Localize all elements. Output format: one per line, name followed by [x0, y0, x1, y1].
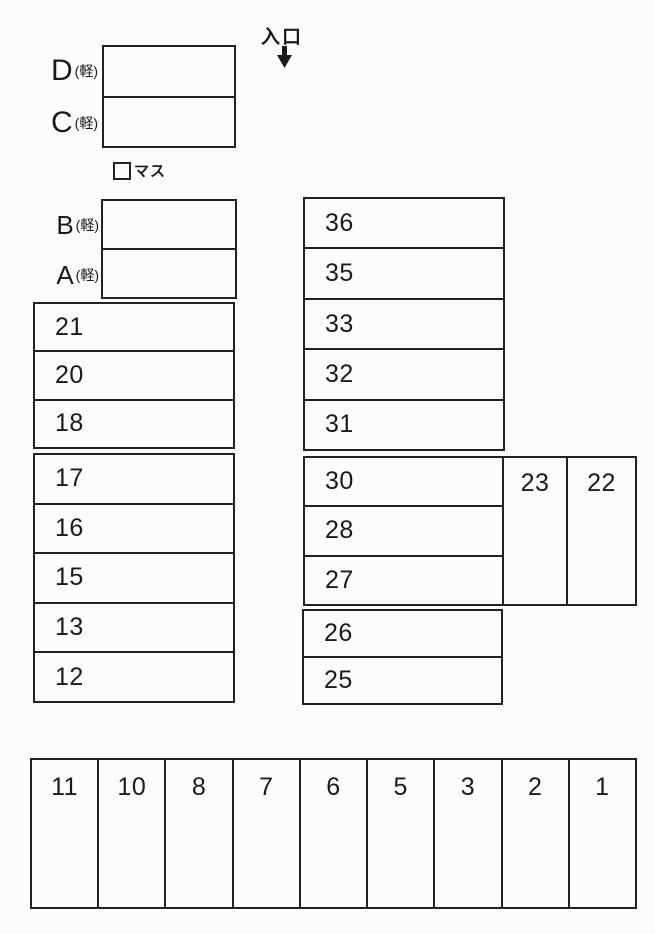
stall-30: 30: [305, 458, 502, 508]
stall-c-label: C (軽): [38, 97, 98, 148]
stall-32-number: 32: [325, 359, 354, 388]
stall-square-icon: [113, 161, 131, 180]
stall-26: 26: [304, 611, 501, 658]
stall-21-number: 21: [55, 312, 84, 341]
stall-20-number: 20: [55, 360, 84, 389]
stall-a-kei-suffix: (軽): [75, 267, 99, 283]
stall-8: 8: [166, 760, 234, 907]
stall-25-number: 25: [324, 666, 353, 694]
stall-25: 25: [304, 658, 501, 703]
stall-27: 27: [305, 557, 502, 604]
stall-17: 17: [35, 455, 233, 505]
stall-27-number: 27: [325, 565, 354, 594]
stall-35-number: 35: [325, 259, 354, 288]
stall-31: 31: [305, 401, 503, 449]
stall-6: 6: [301, 760, 369, 907]
middle-stall-group-1: 36 35 33 32 31: [303, 197, 505, 451]
stall-30-number: 30: [325, 467, 354, 496]
stall-c: [104, 98, 234, 147]
entrance-label: 入口: [261, 27, 304, 48]
kei-stalls-dc-box: [102, 45, 236, 148]
stall-6-number: 6: [326, 773, 341, 801]
stall-c-letter: C: [51, 105, 73, 139]
stall-13-number: 13: [55, 613, 84, 642]
stall-17-number: 17: [55, 464, 84, 493]
stall-8-number: 8: [191, 773, 207, 801]
stall-7: 7: [234, 760, 301, 907]
stall-22-number: 22: [587, 469, 616, 497]
stall-13: 13: [35, 604, 233, 654]
stall-2-number: 2: [527, 773, 543, 801]
stall-1: 1: [570, 760, 635, 907]
stall-12-number: 12: [55, 662, 84, 691]
stall-3-number: 3: [460, 773, 476, 801]
entrance-down-arrow-icon: [277, 46, 292, 68]
kei-stalls-ba-box: [101, 199, 237, 299]
stall-d-kei-suffix: (軽): [74, 63, 98, 79]
stall-10-number: 10: [117, 773, 147, 801]
stall-15-number: 15: [55, 563, 84, 592]
stall-15: 15: [35, 554, 233, 604]
left-stall-group-1: 21 20 18: [33, 302, 235, 449]
stall-b-letter: B: [56, 209, 74, 240]
stall-d-letter: D: [51, 54, 73, 87]
stall-35: 35: [305, 249, 503, 300]
stall-1-number: 1: [595, 773, 610, 801]
stall-d-label: D (軽): [38, 45, 98, 97]
stall-b-label: B (軽): [38, 199, 99, 251]
stall-18: 18: [35, 401, 233, 447]
stall-23: 23: [504, 458, 568, 604]
stall-33-number: 33: [325, 309, 354, 338]
stall-36-number: 36: [325, 208, 354, 237]
stall-26-number: 26: [324, 619, 353, 647]
left-stall-group-2: 17 16 15 13 12: [33, 453, 235, 703]
stall-a-label: A (軽): [38, 251, 99, 299]
stall-23-number: 23: [520, 469, 550, 497]
stall-16-number: 16: [55, 513, 84, 542]
stall-b-kei-suffix: (軽): [75, 217, 99, 233]
stall-21: 21: [35, 304, 233, 353]
stall-2: 2: [503, 760, 570, 907]
stall-28-number: 28: [325, 516, 354, 545]
bottom-stall-row: 11 10 8 7 6 5 3 2 1: [30, 758, 637, 909]
stall-b: [103, 201, 235, 250]
legend-label: マス: [134, 163, 167, 180]
stall-12: 12: [35, 653, 233, 701]
stall-a-letter: A: [56, 259, 74, 290]
stall-d: [104, 47, 234, 98]
stall-7-number: 7: [259, 773, 274, 801]
stall-32: 32: [305, 350, 503, 401]
stall-11: 11: [32, 760, 100, 907]
stall-16: 16: [35, 505, 233, 555]
middle-stall-group-3: 26 25: [302, 609, 503, 705]
stall-10: 10: [99, 760, 167, 907]
stall-33: 33: [305, 300, 503, 351]
stall-a: [103, 250, 235, 297]
stall-5: 5: [368, 760, 436, 907]
legend: マス: [113, 160, 166, 181]
stall-28: 28: [305, 507, 502, 557]
stall-36: 36: [305, 199, 503, 250]
stall-5-number: 5: [393, 773, 408, 801]
stall-11-number: 11: [51, 773, 79, 801]
stall-31-number: 31: [325, 410, 354, 439]
stall-20: 20: [35, 352, 233, 401]
stall-c-kei-suffix: (軽): [74, 114, 98, 131]
stall-18-number: 18: [55, 409, 84, 438]
stall-3: 3: [435, 760, 503, 907]
middle-stall-group-2: 30 28 27 23 22: [303, 456, 637, 606]
stall-22: 22: [568, 458, 635, 604]
